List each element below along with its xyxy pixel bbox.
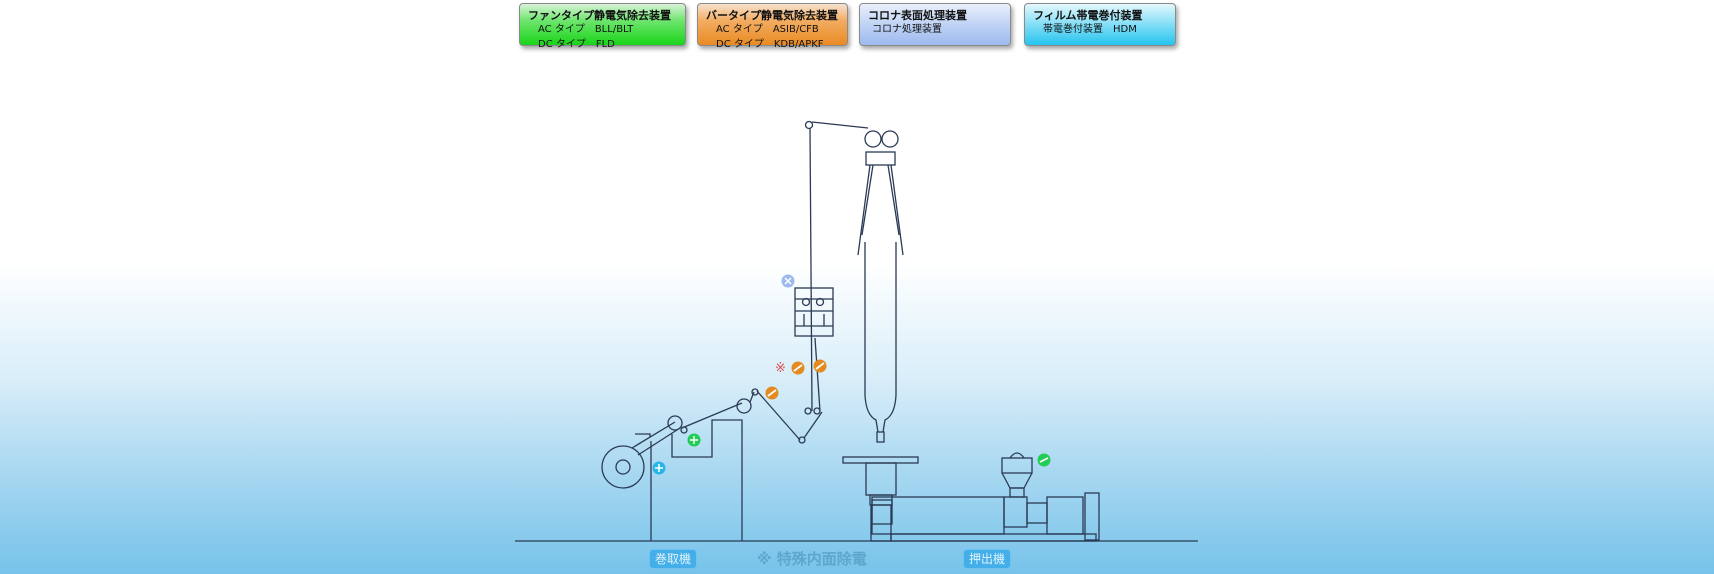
fan-ionizer-marker-icon[interactable]: [687, 433, 701, 447]
film-bubble: [842, 164, 919, 506]
bar-ionizer-marker-icon[interactable]: [765, 386, 779, 400]
winder-arm-roller: [667, 415, 683, 431]
extruder-machine: [870, 452, 1100, 542]
collapsing-frame: [865, 151, 896, 166]
special-inner-destatic-note: ※ 特殊内面除電: [757, 550, 867, 568]
legend-bar-title: バータイプ静電気除去装置: [706, 9, 838, 22]
winder-label-button[interactable]: 巻取機: [649, 549, 697, 569]
nip-roller-right: [881, 130, 899, 148]
corona-treater-marker-icon[interactable]: [781, 274, 795, 288]
legend-fan-title: ファンタイプ静電気除去装置: [528, 9, 671, 22]
legend-film-title: フィルム帯電巻付装置: [1033, 9, 1143, 22]
die-head: [865, 462, 897, 496]
legend-bar-type-box[interactable]: バータイプ静電気除去装置 AC タイプ ASIB/CFB DC タイプ KDB/…: [697, 3, 848, 50]
corona-treater-unit: [794, 287, 834, 337]
special-inner-marker: ※: [775, 361, 786, 376]
bar-ionizer-marker-icon[interactable]: [791, 361, 805, 375]
ionizer-markers: [652, 274, 1051, 475]
bar-ionizer-marker-icon[interactable]: [813, 359, 827, 373]
film-web-path: [756, 120, 899, 444]
fan-ionizer-marker-icon[interactable]: [652, 461, 666, 475]
legend-fan-ac-line: AC タイプ BLL/BLT: [538, 24, 634, 35]
legend-corona-line: コロナ処理装置: [872, 24, 942, 35]
legend-film-line: 帯電巻付装置 HDM: [1043, 24, 1137, 35]
legend-corona-box[interactable]: コロナ表面処理装置 コロナ処理装置: [859, 3, 1011, 46]
legend-bar-ac-line: AC タイプ ASIB/CFB: [716, 24, 819, 35]
hopper: [1001, 457, 1033, 474]
nip-roller-left: [864, 130, 882, 148]
legend-corona-title: コロナ表面処理装置: [868, 9, 967, 22]
legend-film-box[interactable]: フィルム帯電巻付装置 帯電巻付装置 HDM: [1024, 3, 1176, 46]
winder-roll: [601, 445, 645, 489]
winder-guide-roller: [736, 398, 752, 414]
film-pinning-marker-icon[interactable]: [1037, 453, 1051, 467]
winder-core: [615, 459, 631, 475]
legend-fan-type-box[interactable]: ファンタイプ静電気除去装置 AC タイプ BLL/BLT DC タイプ FLD: [519, 3, 686, 50]
extruder-label-button[interactable]: 押出機: [963, 549, 1011, 569]
legend-fan-dc-line: DC タイプ FLD: [538, 39, 615, 50]
air-ring: [842, 456, 919, 464]
winder-machine: [601, 388, 759, 541]
legend-bar-dc-line: DC タイプ KDB/APKF: [716, 39, 824, 50]
